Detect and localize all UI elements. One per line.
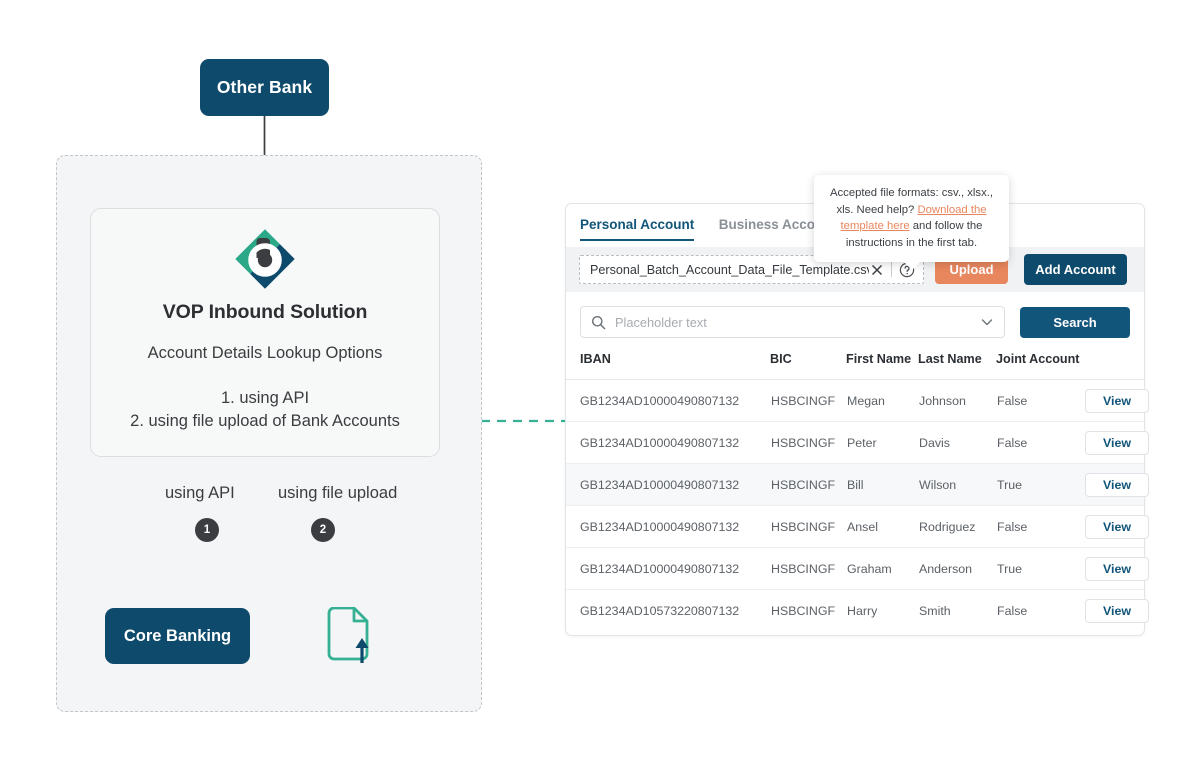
column-header-first-name: First Name: [846, 352, 918, 380]
cell-joint-account: False: [997, 603, 1028, 618]
cell-actions: View: [1084, 547, 1149, 590]
view-button[interactable]: View: [1085, 598, 1149, 623]
tooltip-line-2: Need help? Download the template here an…: [841, 204, 987, 249]
branch-badge-1: 1: [195, 518, 219, 542]
cell-actions: View: [1084, 505, 1149, 548]
close-icon[interactable]: [869, 262, 885, 278]
tooltip-suffix: and follow the instructions in the first…: [845, 220, 983, 249]
cell-last-name: Wilson: [918, 463, 996, 506]
cell-actions: View: [1084, 463, 1149, 506]
cell-bic: HSBCINGF: [770, 505, 846, 548]
search-row: Placeholder text Search: [566, 301, 1144, 343]
cell-actions: View: [1084, 379, 1149, 422]
search-input[interactable]: Placeholder text: [580, 306, 1005, 338]
branch-label-file-upload: using file upload: [278, 484, 398, 502]
cell-iban: GB1234AD10000490807132: [566, 463, 770, 506]
core-banking-node: Core Banking: [105, 608, 250, 664]
cell-last-name: Smith: [919, 603, 951, 618]
accounts-table: IBAN BIC First Name Last Name Joint Acco…: [566, 352, 1149, 632]
solution-options: 1. using API 2. using file upload of Ban…: [91, 387, 439, 433]
cell-actions: View: [1084, 421, 1149, 464]
tooltip-prefix: Need help?: [856, 203, 918, 216]
other-bank-node: Other Bank: [200, 59, 329, 116]
cell-iban: GB1234AD10000490807132: [566, 379, 770, 422]
tooltip-line-1: Accepted file formats: csv., xlsx., xls.: [829, 187, 994, 216]
search-icon: [591, 315, 606, 330]
tab-personal-account[interactable]: Personal Account: [580, 217, 695, 241]
column-header-bic: BIC: [770, 352, 846, 380]
solution-option-2: 2. using file upload of Bank Accounts: [130, 412, 400, 430]
cell-last-name: Davis: [918, 421, 996, 464]
cell-bic: HSBCINGF: [770, 547, 846, 590]
branch-badge-2: 2: [311, 518, 335, 542]
cell-first-name: Ansel: [846, 505, 918, 548]
table-header-row: IBAN BIC First Name Last Name Joint Acco…: [566, 352, 1144, 380]
column-header-actions: [1084, 352, 1144, 380]
account-type-tabs: Personal Account Business Account: [566, 204, 1144, 242]
cell-last-name: Anderson: [918, 547, 996, 590]
divider: [891, 262, 892, 277]
cell-first-name: Peter: [846, 421, 918, 464]
search-button[interactable]: Search: [1020, 306, 1130, 338]
cell-bic: HSBCINGF: [771, 603, 836, 618]
solution-option-1: 1. using API: [220, 389, 310, 407]
table-row[interactable]: GB1234AD10573220807132 HSBCINGF Harry Smith…: [566, 590, 1149, 632]
chevron-down-icon[interactable]: [980, 315, 994, 329]
cell-bic: HSBCINGF: [770, 421, 846, 464]
cell-iban: GB1234AD10000490807132: [566, 421, 770, 464]
file-name-label: Personal_Batch_Account_Data_File_Templat…: [590, 262, 869, 277]
cell-iban: GB1234AD10573220807132: [580, 603, 740, 618]
tab-business-account[interactable]: Business Account: [718, 217, 837, 232]
cell-iban: GB1234AD10000490807132: [566, 547, 770, 590]
view-button[interactable]: View: [1085, 472, 1149, 497]
branch-label-api: using API: [165, 484, 235, 502]
file-format-tooltip: Accepted file formats: csv., xlsx., xls.…: [814, 175, 1009, 270]
search-placeholder: Placeholder text: [615, 314, 707, 330]
solution-subtitle: Account Details Lookup Options: [147, 344, 383, 362]
column-header-joint-account: Joint Account: [996, 352, 1084, 380]
cell-first-name: Megan: [846, 379, 918, 422]
b-diamond-logo-icon: [235, 227, 295, 289]
cell-bic: HSBCINGF: [770, 379, 846, 422]
cell-joint-account: True: [996, 547, 1084, 590]
cell-first-name: Bill: [846, 463, 918, 506]
view-button[interactable]: View: [1085, 388, 1149, 413]
core-banking-label: Core Banking: [123, 626, 232, 645]
cell-actions: View: [1084, 590, 1149, 632]
solution-title: VOP Inbound Solution: [162, 301, 368, 323]
cell-first-name: Graham: [846, 547, 918, 590]
cell-last-name: Rodriguez: [918, 505, 996, 548]
download-template-link[interactable]: Download the template here: [840, 203, 987, 233]
accounts-panel: Personal Account Business Account Person…: [565, 203, 1149, 636]
view-button[interactable]: View: [1085, 430, 1149, 455]
cell-iban: GB1234AD10000490807132: [566, 505, 770, 548]
vop-inbound-solution-card: VOP Inbound Solution Account Details Loo…: [90, 208, 440, 457]
cell-joint-account: False: [996, 421, 1084, 464]
other-bank-label: Other Bank: [216, 77, 313, 97]
view-button[interactable]: View: [1085, 514, 1149, 539]
cell-joint-account: False: [996, 379, 1084, 422]
column-header-last-name: Last Name: [918, 352, 996, 380]
cell-joint-account: True: [996, 463, 1084, 506]
file-upload-icon: [322, 606, 380, 665]
cell-joint-account: False: [996, 505, 1084, 548]
column-header-iban: IBAN: [566, 352, 770, 380]
cell-bic: HSBCINGF: [770, 463, 846, 506]
cell-first-name: Harry: [847, 603, 878, 618]
add-account-button[interactable]: Add Account: [1024, 254, 1127, 285]
cell-last-name: Johnson: [918, 379, 996, 422]
view-button[interactable]: View: [1085, 556, 1149, 581]
